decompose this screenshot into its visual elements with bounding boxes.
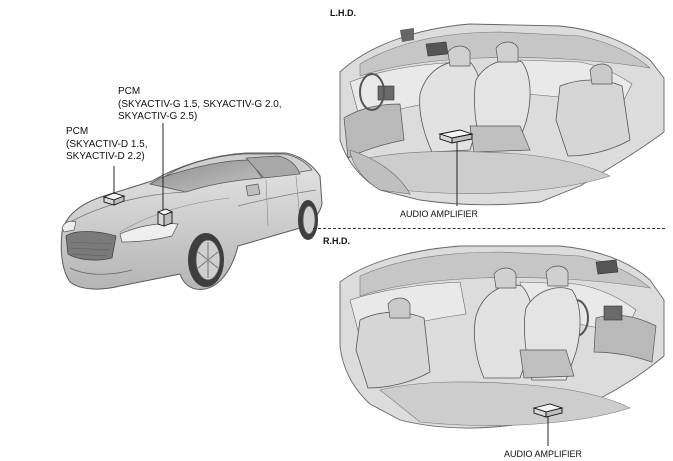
rhd-title: R.H.D.	[323, 236, 350, 246]
pcm-diesel-label-line-2: (SKYACTIV-D 1.5,	[66, 138, 148, 150]
pcm-gasoline-label: PCM (SKYACTIV-G 1.5, SKYACTIV-G 2.0, SKY…	[118, 86, 282, 124]
lhd-title: L.H.D.	[330, 8, 356, 18]
section-divider	[313, 228, 665, 229]
pcm-diesel-label: PCM (SKYACTIV-D 1.5, SKYACTIV-D 2.2)	[66, 126, 148, 164]
lhd-amplifier-label: AUDIO AMPLIFIER	[400, 209, 479, 219]
pcm-gasoline-label-line-1: PCM	[118, 86, 141, 97]
front-wheel	[188, 233, 224, 287]
pcm-gasoline-box	[156, 208, 174, 227]
pcm-gasoline-label-line-3: SKYACTIV-G 2.5)	[118, 111, 198, 122]
rhd-audio-amplifier-box	[532, 403, 564, 418]
rhd-cabin	[339, 245, 665, 429]
rear-wheel	[298, 200, 318, 240]
pcm-diesel-label-line-1: PCM	[66, 126, 89, 137]
pcm-diesel-box	[102, 192, 126, 206]
lhd-cabin	[339, 23, 665, 206]
pcm-diesel-label-line-3: SKYACTIV-D 2.2)	[66, 151, 145, 162]
car-body	[60, 152, 323, 290]
lhd-audio-amplifier-box	[438, 129, 474, 144]
rhd-amplifier-label: AUDIO AMPLIFIER	[504, 449, 583, 459]
pcm-gasoline-label-line-2: (SKYACTIV-G 1.5, SKYACTIV-G 2.0,	[118, 98, 282, 110]
